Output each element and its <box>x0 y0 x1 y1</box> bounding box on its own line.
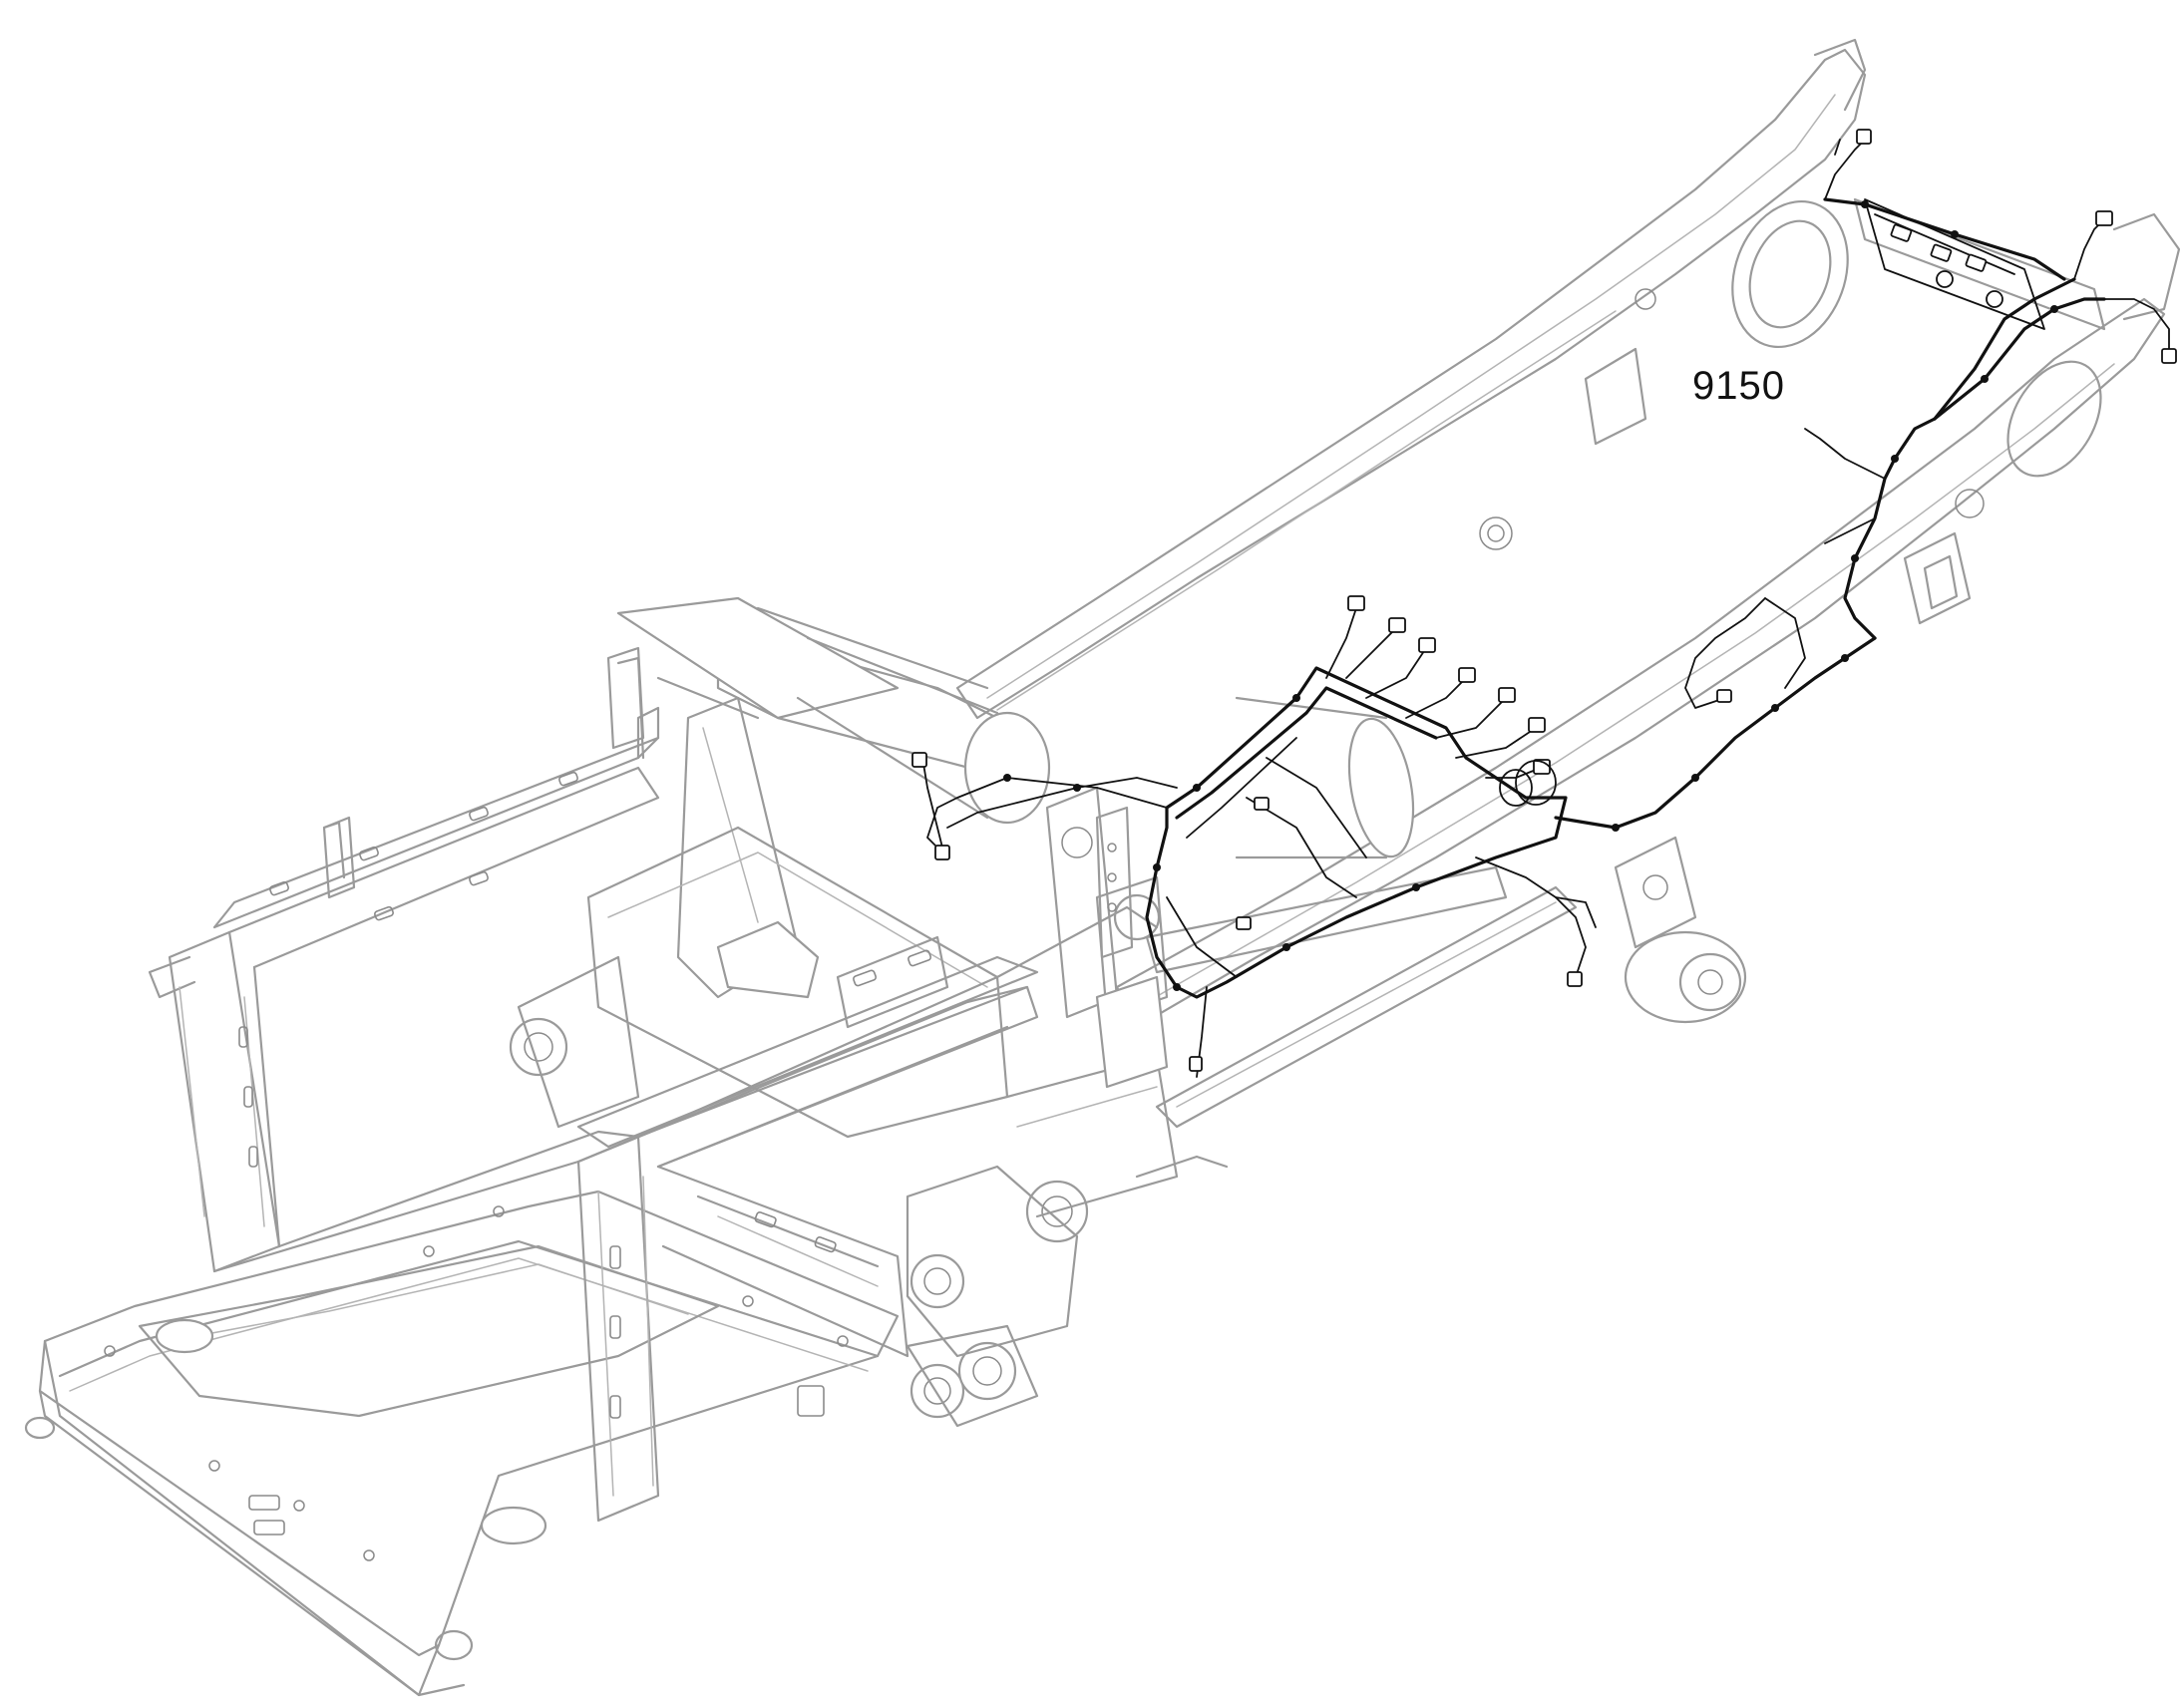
front-frame <box>24 656 1039 1697</box>
center-articulation <box>322 596 1578 1428</box>
callout-label: 9150 <box>1692 364 1785 408</box>
wiring-harness <box>911 129 2177 1078</box>
rear-frame-rails <box>955 38 2180 1029</box>
